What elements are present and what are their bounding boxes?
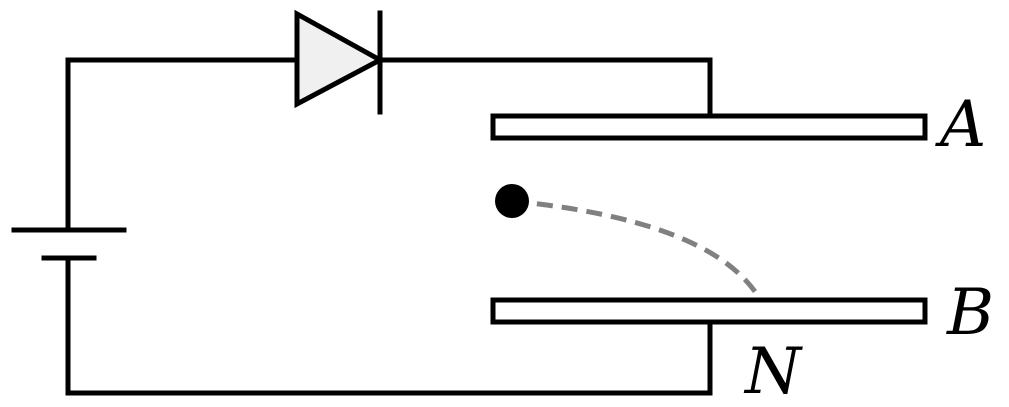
diode-icon	[294, 9, 386, 115]
battery-icon	[11, 227, 127, 261]
charged-particle-icon	[495, 184, 529, 218]
plate-b-label: B	[946, 276, 994, 350]
diode-triangle	[294, 9, 386, 109]
plate-a-label: A	[935, 88, 986, 162]
plate-b	[490, 297, 928, 325]
plate-a	[490, 113, 928, 141]
top-wire	[65, 57, 713, 233]
bottom-wire	[65, 255, 713, 396]
particle-trajectory	[511, 198, 759, 295]
point-n-label: N	[743, 335, 803, 407]
